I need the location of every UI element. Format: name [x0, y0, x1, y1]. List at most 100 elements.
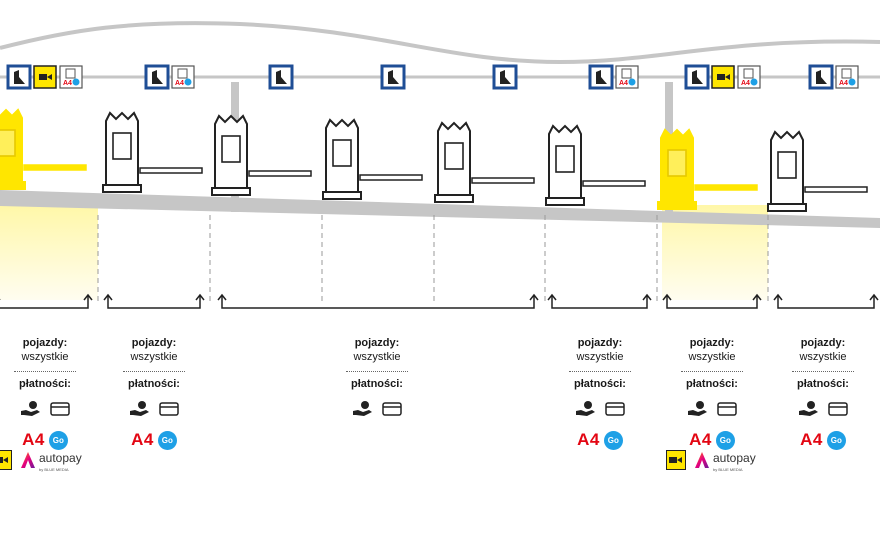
toll-booth — [102, 111, 203, 193]
lane-info-1: pojazdy: wszystkie płatności: A4 Go — [0, 336, 95, 451]
vehicles-label: pojazdy: — [689, 337, 735, 349]
payments-label: płatności: — [797, 378, 849, 390]
a4go-logo: A4 Go — [662, 429, 762, 451]
barrier-arm — [139, 167, 203, 174]
dotted-divider — [681, 371, 743, 372]
lane-info-6: pojazdy: wszystkie płatności: A4 Go — [550, 336, 650, 451]
vehicles-label: pojazdy: — [577, 337, 623, 349]
card-icon — [605, 402, 625, 416]
payment-icons — [662, 397, 762, 421]
vehicles-label: pojazdy: — [22, 337, 68, 349]
ticket-machine-icon — [588, 64, 614, 90]
a4go-icon: A4 — [737, 65, 761, 89]
camera-icon — [33, 65, 57, 89]
go-badge: Go — [603, 430, 623, 450]
lane-extras: autopay by BLUE MEDIA — [0, 449, 82, 472]
cash-icon — [353, 401, 372, 416]
toll-booth — [322, 118, 423, 200]
lane-bracket — [662, 293, 762, 309]
vehicles-value: wszystkie — [576, 351, 624, 363]
toll-booth — [767, 130, 868, 212]
vehicles-value: wszystkie — [353, 351, 401, 363]
dotted-divider — [792, 371, 854, 372]
ticket-machine-icon — [268, 64, 294, 90]
toll-booth — [545, 124, 646, 206]
payment-icons — [327, 397, 427, 421]
payment-icons — [104, 397, 204, 421]
payments-label: płatności: — [351, 378, 403, 390]
autopay-sub: by BLUE MEDIA — [713, 466, 743, 472]
card-icon — [50, 402, 70, 416]
barrier-arm — [582, 180, 646, 187]
go-badge: Go — [715, 430, 735, 450]
a4-text: A4 — [689, 430, 712, 449]
autopay-logo: autopay by BLUE MEDIA — [20, 449, 82, 472]
payments-label: płatności: — [574, 378, 626, 390]
a4go-icon: A4 — [615, 65, 639, 89]
camera-icon — [711, 65, 735, 89]
highlight-lane-area — [0, 205, 98, 300]
card-icon — [159, 402, 179, 416]
ticket-machine-icon — [144, 64, 170, 90]
dotted-divider — [569, 371, 631, 372]
toll-booth — [657, 128, 758, 210]
lane-info-8: pojazdy: wszystkie płatności: A4 Go — [773, 336, 873, 451]
ticket-machine-icon — [684, 64, 710, 90]
camera-icon — [0, 450, 12, 470]
a4-text: A4 — [577, 430, 600, 449]
a4go-icon: A4 — [59, 65, 83, 89]
dotted-divider — [346, 371, 408, 372]
lane-info-7: pojazdy: wszystkie płatności: A4 Go — [662, 336, 762, 451]
ticket-machine-icon — [492, 64, 518, 90]
lane-bracket — [773, 293, 879, 309]
a4-text: A4 — [131, 430, 154, 449]
autopay-sub: by BLUE MEDIA — [39, 466, 69, 472]
go-badge: Go — [48, 430, 68, 450]
lane-info-4: pojazdy: wszystkie płatności: — [327, 336, 427, 421]
ticket-machine-icon — [380, 64, 406, 90]
toll-booth — [211, 114, 312, 196]
lane-extras: autopay by BLUE MEDIA — [666, 449, 756, 472]
svg-text:A4: A4 — [839, 80, 848, 87]
vehicles-label: pojazdy: — [131, 337, 177, 349]
vehicles-value: wszystkie — [688, 351, 736, 363]
lane-bracket — [217, 293, 539, 309]
cash-icon — [21, 401, 40, 416]
road-deck — [0, 190, 880, 228]
svg-text:A4: A4 — [175, 80, 184, 87]
lane-bracket — [547, 293, 652, 309]
vehicles-label: pojazdy: — [354, 337, 400, 349]
ticket-machine-icon — [808, 64, 834, 90]
lane-bracket — [103, 293, 205, 309]
autopay-logo: autopay by BLUE MEDIA — [694, 449, 756, 472]
camera-icon — [666, 450, 686, 470]
payment-icons — [0, 397, 95, 421]
ticket-machine-icon — [6, 64, 32, 90]
vehicles-label: pojazdy: — [800, 337, 846, 349]
svg-text:A4: A4 — [619, 80, 628, 87]
vehicles-value: wszystkie — [21, 351, 69, 363]
vehicles-value: wszystkie — [130, 351, 178, 363]
dotted-divider — [123, 371, 185, 372]
barrier-arm — [694, 184, 758, 191]
payments-label: płatności: — [128, 378, 180, 390]
a4go-logo: A4 Go — [550, 429, 650, 451]
barrier-arm — [359, 174, 423, 181]
autopay-mark-icon — [21, 452, 35, 468]
autopay-mark-icon — [695, 452, 709, 468]
go-badge: Go — [826, 430, 846, 450]
cash-icon — [576, 401, 595, 416]
lane-bracket — [0, 293, 93, 309]
lane-info-2: pojazdy: wszystkie płatności: A4 Go — [104, 336, 204, 451]
barrier-arm — [471, 177, 535, 184]
vehicles-value: wszystkie — [799, 351, 847, 363]
barrier-arm — [804, 186, 868, 193]
toll-booth — [434, 121, 535, 203]
card-icon — [828, 402, 848, 416]
go-badge: Go — [157, 430, 177, 450]
svg-text:A4: A4 — [63, 80, 72, 87]
card-icon — [717, 402, 737, 416]
toll-booth — [0, 108, 87, 190]
a4-text: A4 — [800, 430, 823, 449]
